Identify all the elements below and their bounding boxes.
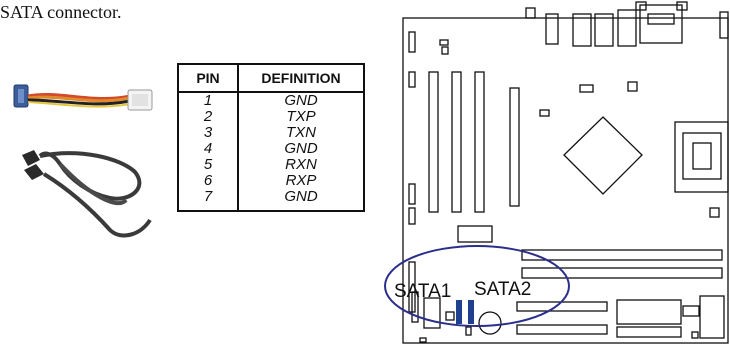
sata1-connector [456,300,462,324]
sata2-connector [468,300,474,324]
sata2-label: SATA2 [474,279,531,300]
sata-cables-image [13,84,153,238]
sata-power-cable [13,84,153,111]
pin-number: 3 [178,125,239,141]
pin-definition-table: PIN DEFINITION 1 GND 2 TXP 3 TXN 4 GND 5… [177,63,365,212]
table-row: 1 GND [178,92,364,109]
caption-text: SATA connector. [0,2,122,22]
table-header-row: PIN DEFINITION [178,64,364,93]
table-row: 4 GND [178,141,364,157]
table-row: 2 TXP [178,109,364,125]
definition-column-header: DEFINITION [238,64,364,93]
table-row: 6 RXP [178,173,364,189]
pin-number: 4 [178,141,239,157]
pin-number: 2 [178,109,239,125]
sata1-label: SATA1 [394,281,451,302]
pin-number: 1 [178,92,239,109]
pin-column-header: PIN [178,64,239,93]
pin-definition: TXP [286,108,316,125]
table-row: 7 GND [178,189,364,211]
table-row: 5 RXN [178,157,364,173]
pin-definition: TXN [286,124,316,141]
table-row: 3 TXN [178,125,364,141]
motherboard-diagram: SATA1 SATA2 [384,1,729,344]
pin-definition: RXN [285,156,317,173]
sata-highlight-ellipse [384,245,570,327]
pin-number: 6 [178,173,239,189]
pin-definition: GND [284,140,318,157]
sata-data-cable [22,150,152,238]
pin-number: 7 [178,189,239,211]
pin-definition: RXP [285,172,317,189]
pin-definition: GND [284,188,318,205]
pin-number: 5 [178,157,239,173]
pin-definition: GND [284,92,318,109]
